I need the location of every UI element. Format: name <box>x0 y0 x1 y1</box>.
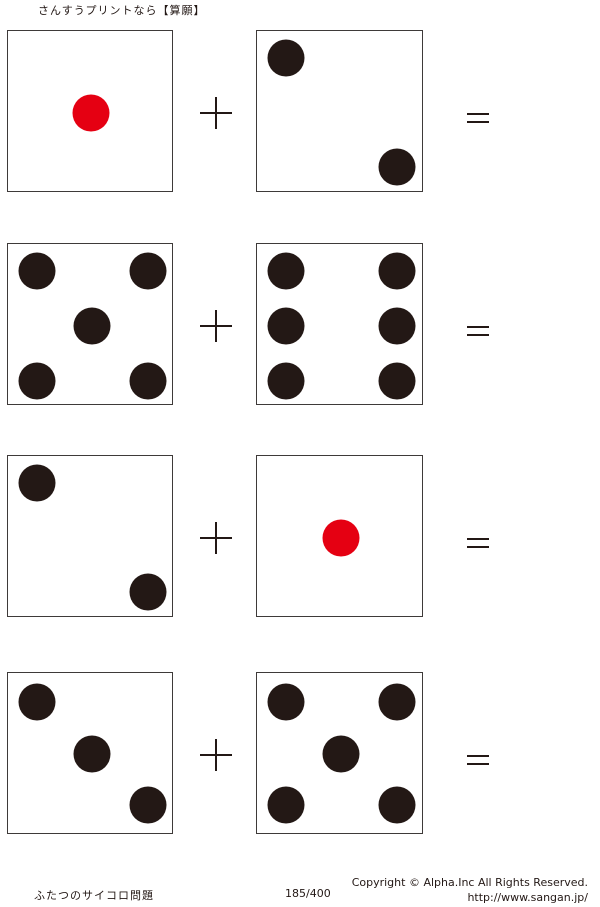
pip-dot-icon <box>267 683 305 721</box>
equals-icon <box>467 755 489 765</box>
pip-dot-icon <box>378 148 416 186</box>
pip-dot-icon <box>378 252 416 290</box>
plus-icon <box>200 739 232 771</box>
problem-row <box>0 455 600 621</box>
pip-dot-icon <box>129 362 167 400</box>
pip-dot-icon <box>73 735 111 773</box>
pip-dot-icon <box>18 464 56 502</box>
problem-row <box>0 30 600 196</box>
pip-dot-icon <box>378 683 416 721</box>
equals-icon <box>467 326 489 336</box>
die-face-3 <box>7 672 173 834</box>
plus-icon <box>200 97 232 129</box>
die-face-6 <box>256 243 423 405</box>
die-face-2 <box>7 455 173 617</box>
pip-dot-icon <box>322 735 360 773</box>
pip-dot-icon <box>267 252 305 290</box>
pip-dot-icon <box>18 362 56 400</box>
die-face-5 <box>7 243 173 405</box>
pip-dot-icon <box>72 94 110 132</box>
pip-dot-icon <box>322 519 360 557</box>
pip-dot-icon <box>267 307 305 345</box>
die-face-2 <box>256 30 423 192</box>
pip-dot-icon <box>378 307 416 345</box>
die-face-1 <box>256 455 423 617</box>
copyright-text: Copyright © Alpha.Inc All Rights Reserve… <box>351 876 588 889</box>
pip-dot-icon <box>129 252 167 290</box>
plus-icon <box>200 310 232 342</box>
pip-dot-icon <box>129 786 167 824</box>
pip-dot-icon <box>267 39 305 77</box>
pip-dot-icon <box>18 683 56 721</box>
die-face-5 <box>256 672 423 834</box>
pip-dot-icon <box>129 573 167 611</box>
site-url-link[interactable]: http://www.sangan.jp/ <box>467 891 588 904</box>
pip-dot-icon <box>378 786 416 824</box>
equals-icon <box>467 538 489 548</box>
pip-dot-icon <box>73 307 111 345</box>
problem-row <box>0 243 600 409</box>
plus-icon <box>200 522 232 554</box>
page-number: 185/400 <box>285 887 331 900</box>
problem-row <box>0 672 600 838</box>
site-header-title: さんすうプリントなら【算願】 <box>38 4 206 17</box>
worksheet-title: ふたつのサイコロ問題 <box>34 889 154 902</box>
pip-dot-icon <box>378 362 416 400</box>
pip-dot-icon <box>267 362 305 400</box>
equals-icon <box>467 113 489 123</box>
die-face-1 <box>7 30 173 192</box>
pip-dot-icon <box>18 252 56 290</box>
copyright-block: Copyright © Alpha.Inc All Rights Reserve… <box>352 875 588 905</box>
pip-dot-icon <box>267 786 305 824</box>
